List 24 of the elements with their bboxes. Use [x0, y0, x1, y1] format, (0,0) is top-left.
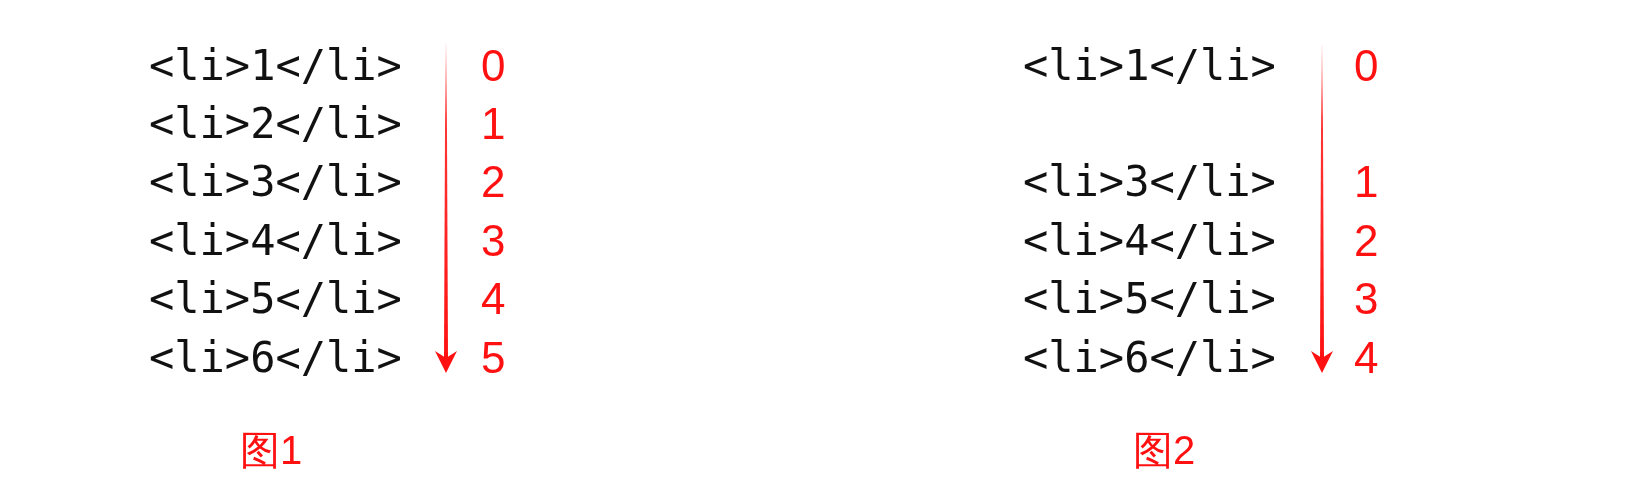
- list-item-code: <li>4</li>: [149, 220, 402, 263]
- list-item-code: <li>5</li>: [149, 278, 402, 321]
- list-item-code: <li>1</li>: [1023, 45, 1276, 88]
- index-number: 4: [1354, 335, 1379, 380]
- list-item-code: <li>3</li>: [1023, 161, 1276, 204]
- list-item-code: <li>1</li>: [149, 45, 402, 88]
- index-number: 3: [1354, 276, 1379, 321]
- list-item-code: <li>6</li>: [149, 337, 402, 380]
- index-number: 2: [1354, 218, 1379, 263]
- index-number: 3: [481, 218, 506, 263]
- figure-caption: 图2: [1133, 430, 1196, 471]
- list-item-code: <li>3</li>: [149, 161, 402, 204]
- index-number: 0: [481, 43, 506, 88]
- list-item-code: <li>5</li>: [1023, 278, 1276, 321]
- list-item-code: <li>6</li>: [1023, 337, 1276, 380]
- figure-caption: 图1: [240, 430, 303, 471]
- index-number: 2: [481, 159, 506, 204]
- list-item-code: <li>2</li>: [149, 103, 402, 146]
- list-item-code: <li>4</li>: [1023, 220, 1276, 263]
- index-number: 5: [481, 335, 506, 380]
- index-number: 0: [1354, 43, 1379, 88]
- index-number: 1: [1354, 159, 1379, 204]
- index-number: 4: [481, 276, 506, 321]
- index-number: 1: [481, 101, 506, 146]
